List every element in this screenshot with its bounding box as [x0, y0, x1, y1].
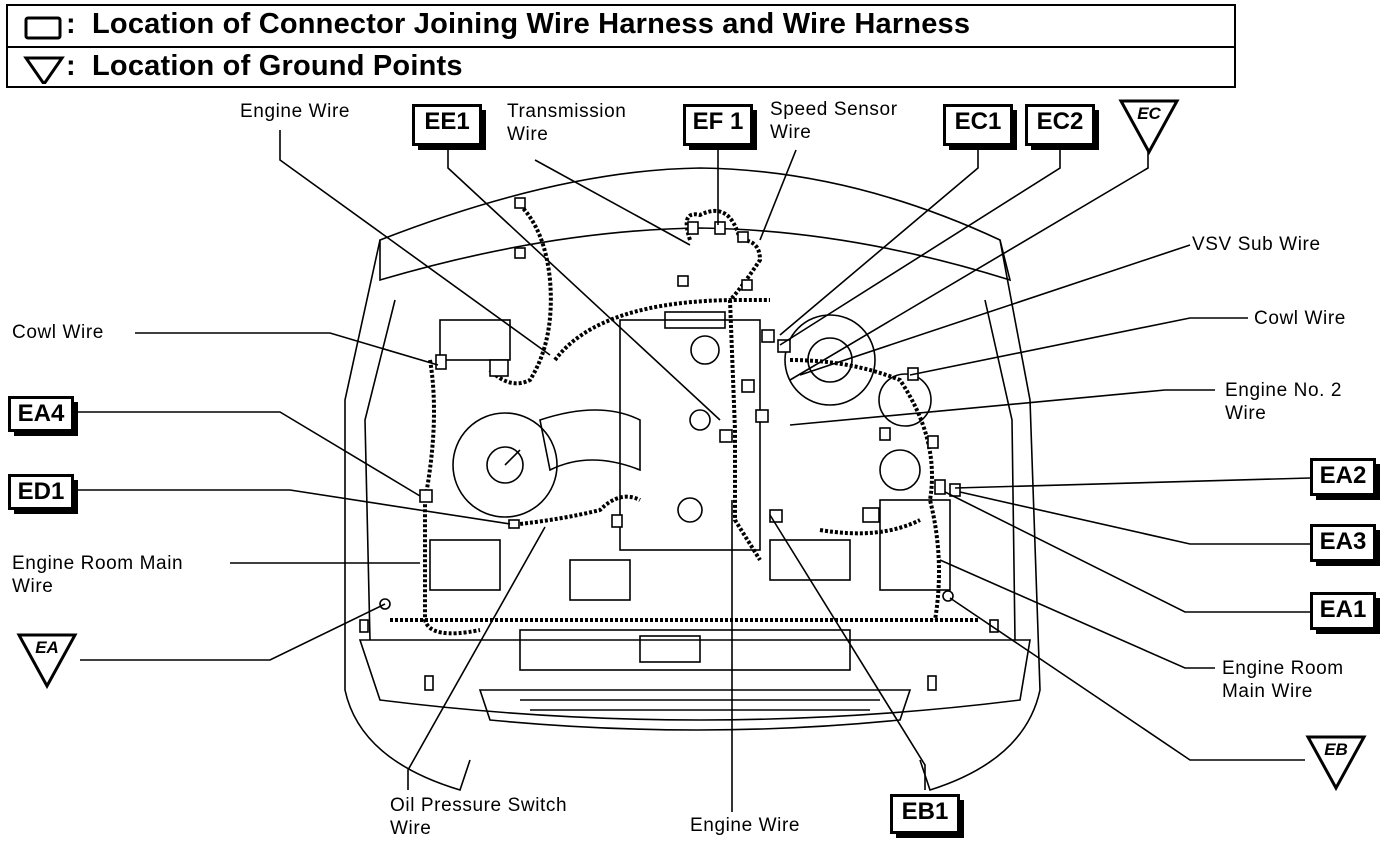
label-engine-room-main-left-line1: Engine Room Main: [12, 553, 184, 574]
legend-ground-text: Location of Ground Points: [92, 50, 463, 82]
connector-ec2: EC2: [1025, 104, 1099, 150]
leader-ea1: [944, 491, 1310, 613]
leader-eb-ground: [949, 597, 1305, 761]
brake-booster: [784, 314, 876, 406]
ground-symbol-icon: [23, 56, 65, 84]
ground-ec-label: EC: [1137, 104, 1161, 123]
leader-cowl-left: [135, 332, 439, 366]
label-oil-pressure-line1: Oil Pressure Switch: [390, 795, 568, 816]
inner-right: [984, 299, 1016, 641]
grille: [478, 689, 912, 731]
legend-colon: :: [66, 8, 76, 40]
harness-top: [553, 298, 770, 362]
harness-center: [728, 299, 762, 562]
harness-transmission: [684, 209, 763, 302]
ground-triangle-icon: [16, 633, 78, 690]
connector-ea3: EA3: [1310, 524, 1380, 566]
leader-speed-sensor: [759, 149, 797, 241]
legend-box: : Location of Connector Joining Wire Har…: [6, 4, 1236, 88]
ground-ea: EA: [16, 632, 78, 690]
leader-ea2: [954, 477, 1311, 489]
label-engine-room-main-left-line2: Wire: [12, 576, 54, 597]
label-engine-room-main-right-line2: Main Wire: [1222, 681, 1313, 702]
leader-ea-ground: [80, 603, 386, 661]
label-speed-sensor-wire-line2: Wire: [770, 122, 812, 143]
label-cowl-wire-left: Cowl Wire: [12, 322, 104, 343]
legend-connector-text: Location of Connector Joining Wire Harne…: [92, 8, 971, 40]
leader-oil-pressure: [407, 526, 546, 790]
label-engine-no2-wire-line2: Wire: [1225, 403, 1267, 424]
hood-outline: [379, 167, 1012, 282]
connector-ec1: EC1: [943, 104, 1017, 150]
air-cleaner: [452, 412, 558, 518]
engine-block: [619, 319, 761, 551]
connector-ee1: EE1: [412, 104, 486, 150]
leader-ea4: [78, 411, 421, 497]
harness-right-lower: [819, 518, 921, 536]
fender-left: [344, 239, 471, 791]
label-engine-wire-bottom: Engine Wire: [690, 815, 801, 836]
label-engine-wire-top: Engine Wire: [240, 101, 351, 122]
label-vsv-sub-wire: VSV Sub Wire: [1192, 234, 1321, 255]
connector-ea4: EA4: [8, 396, 78, 436]
leader-vsv: [799, 244, 1191, 376]
ground-eb-label: EB: [1324, 740, 1348, 759]
connector-ef1: EF 1: [683, 104, 757, 150]
ground-triangle-icon: [1305, 735, 1367, 792]
leader-engine-no2: [789, 389, 1215, 426]
label-transmission-wire-line2: Wire: [507, 124, 549, 145]
label-transmission-wire-line1: Transmission: [507, 101, 627, 122]
legend-colon: :: [66, 50, 76, 82]
bumper: [358, 639, 1031, 721]
label-speed-sensor-wire-line1: Speed Sensor: [770, 99, 898, 120]
leader-ec1: [779, 148, 979, 336]
harness-engine-wire: [488, 203, 553, 386]
leader-ec-ground: [789, 148, 1149, 381]
connector-ea1: EA1: [1310, 592, 1380, 634]
ground-ea-label: EA: [35, 638, 59, 657]
label-engine-no2-wire-line1: Engine No. 2: [1225, 380, 1343, 401]
harness-left-main: [423, 359, 481, 636]
fender-right: [919, 239, 1041, 792]
legend-row-connector: : Location of Connector Joining Wire Har…: [8, 6, 1234, 48]
inner-left: [364, 299, 396, 641]
leader-ee1: [447, 148, 721, 421]
leader-eb1: [769, 514, 926, 790]
leader-transmission: [534, 159, 691, 246]
leader-cowl-right: [909, 317, 1248, 376]
label-engine-room-main-right-line1: Engine Room: [1222, 658, 1344, 679]
leader-ec2: [779, 148, 1061, 346]
harness-middle: [509, 494, 641, 527]
label-oil-pressure-line2: Wire: [390, 818, 432, 839]
connector-symbol-icon: [24, 16, 62, 40]
ground-eb: EB: [1305, 734, 1367, 792]
ground-triangle-icon: [1118, 99, 1180, 156]
harness-right: [789, 358, 941, 621]
legend-row-ground: : Location of Ground Points: [8, 48, 1234, 88]
connector-ed1: ED1: [8, 474, 78, 514]
leader-engine-wire-top: [279, 130, 551, 356]
connector-ea2: EA2: [1310, 458, 1380, 500]
leader-engine-room-right: [939, 559, 1215, 669]
label-cowl-wire-right: Cowl Wire: [1254, 308, 1346, 329]
connector-eb1: EB1: [890, 794, 964, 838]
leader-ea3: [959, 491, 1310, 545]
ground-ec: EC: [1118, 98, 1180, 156]
radiator: [519, 629, 851, 671]
leader-ed1: [78, 489, 511, 525]
